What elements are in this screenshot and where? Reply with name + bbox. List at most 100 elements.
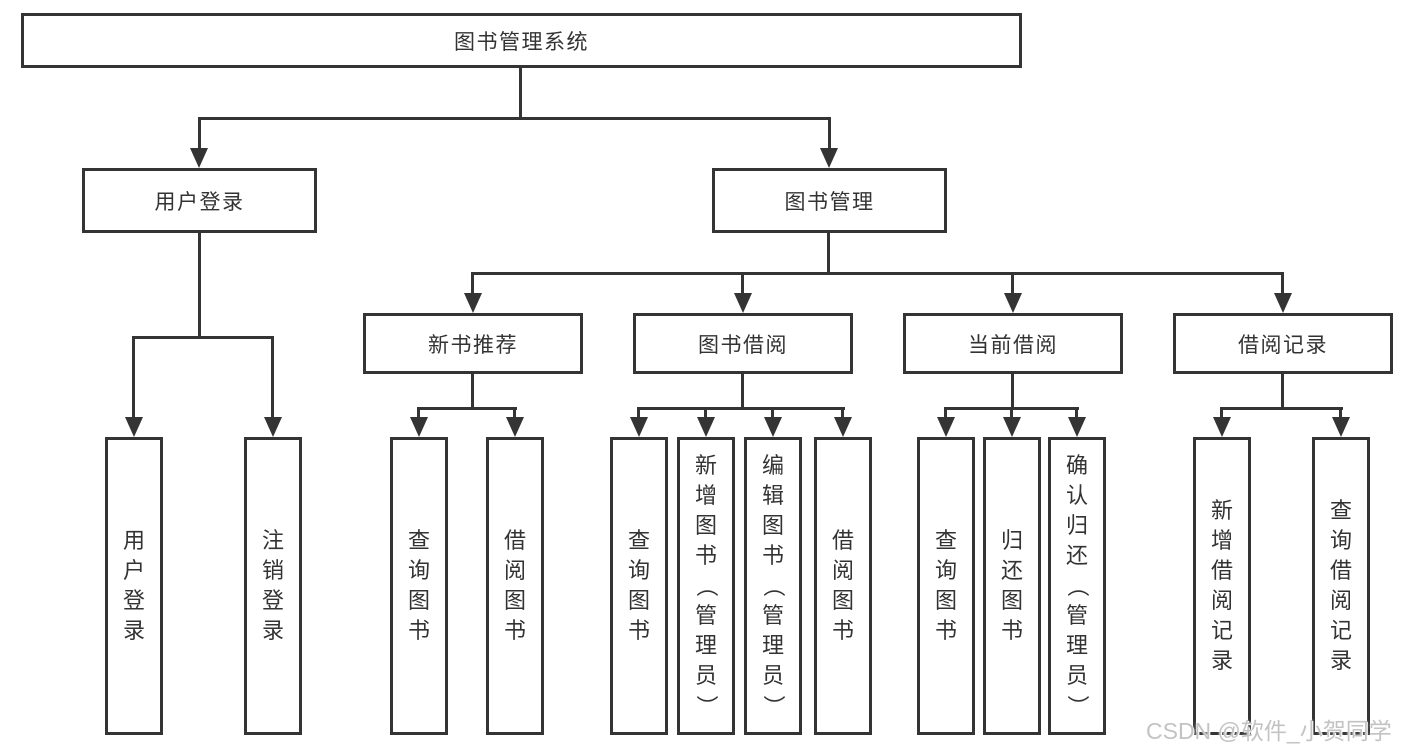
leaf-confirm-return-admin: 确认归还（管理员） [1048, 437, 1106, 735]
connector-line [828, 117, 831, 151]
vertical-label-char: 图 [694, 513, 717, 538]
leaf-add-books-admin: 新增图书 （ 管理员 ） [677, 437, 735, 735]
vertical-label-char: 还 [1065, 543, 1088, 568]
arrowhead-icon [125, 417, 143, 437]
leaf-logout: 注销登录 [244, 437, 302, 735]
vertical-label-char: （ [694, 574, 719, 597]
arrowhead-icon [464, 293, 482, 313]
vertical-label-char: 借 [831, 528, 854, 553]
connector-line [417, 407, 517, 410]
node-user-login: 用户登录 [82, 168, 317, 233]
vertical-label-char: 书 [934, 618, 957, 643]
vertical-label-char: 图 [831, 588, 854, 613]
node-new-book-recommendation: 新书推荐 [363, 313, 583, 374]
vertical-label-char: 员 [694, 663, 717, 688]
vertical-label-char: 归 [1000, 528, 1023, 553]
connector-line [513, 407, 516, 421]
vertical-label-char: 书 [627, 618, 650, 643]
connector-line [471, 374, 474, 409]
csdn-watermark: CSDN @软件_小贺同学 [1146, 718, 1392, 744]
arrowhead-icon [264, 417, 282, 437]
vertical-label-char: 查 [627, 528, 650, 553]
vertical-label-char: 询 [1329, 528, 1352, 553]
vertical-label-char: 增 [1210, 528, 1233, 553]
connector-line [1011, 272, 1014, 297]
arrowhead-icon [410, 417, 428, 437]
vertical-label-char: 记 [1329, 618, 1352, 643]
vertical-label-char: ） [761, 694, 786, 717]
leaf-edit-books-admin: 编辑图书（管理员） [744, 437, 802, 735]
vertical-label-char: 编 [761, 453, 784, 478]
connector-line [1220, 407, 1343, 410]
vertical-label-char: 询 [407, 558, 430, 583]
connector-line [771, 407, 774, 421]
connector-line [1281, 272, 1284, 297]
arrowhead-icon [630, 417, 648, 437]
vertical-label-char: 确 [1065, 453, 1088, 478]
leaf-user-login: 用户登录 [105, 437, 163, 735]
connector-line [198, 117, 831, 120]
vertical-label-char: 管 [761, 603, 784, 628]
vertical-label-char: 户 [122, 558, 145, 583]
vertical-label-char: 注 [261, 528, 284, 553]
connector-line [741, 272, 744, 297]
vertical-label-char: 询 [934, 558, 957, 583]
connector-line [1339, 407, 1342, 421]
vertical-label-char: 录 [261, 618, 284, 643]
vertical-label-char: 录 [122, 618, 145, 643]
vertical-label-char: 员 [761, 663, 784, 688]
connector-line [1011, 374, 1014, 409]
vertical-label-char: 书 [503, 618, 526, 643]
vertical-label-char: 借 [1210, 558, 1233, 583]
vertical-label-char: ） [694, 694, 719, 717]
vertical-label-char: 管 [1065, 603, 1088, 628]
arrowhead-icon [834, 417, 852, 437]
connector-line [637, 407, 845, 410]
connector-line [198, 233, 201, 338]
vertical-label-char: 图 [1000, 588, 1023, 613]
arrowhead-icon [764, 417, 782, 437]
vertical-label-char: 新 [1210, 498, 1233, 523]
arrowhead-icon [1332, 417, 1350, 437]
vertical-label-char: 理 [1065, 633, 1088, 658]
leaf-query-books-borrow: 查询图书 [610, 437, 668, 735]
vertical-label-char: 新 [694, 453, 717, 478]
arrowhead-icon [937, 417, 955, 437]
connector-line [841, 407, 844, 421]
leaf-borrow-books: 借阅图书 [814, 437, 872, 735]
vertical-label-char: 查 [1329, 498, 1352, 523]
node-book-borrowing: 图书借阅 [633, 313, 853, 374]
arrowhead-icon [1274, 293, 1292, 313]
vertical-label-char: 还 [1000, 558, 1023, 583]
node-borrowing-records: 借阅记录 [1173, 313, 1393, 374]
vertical-label-char: （ [1065, 574, 1090, 597]
connector-line [741, 374, 744, 409]
arrowhead-icon [734, 293, 752, 313]
vertical-label-char: ） [1065, 694, 1090, 717]
vertical-label-char: 理 [761, 633, 784, 658]
arrowhead-icon [1004, 293, 1022, 313]
vertical-label-char: 图 [627, 588, 650, 613]
arrowhead-icon [697, 417, 715, 437]
connector-line [637, 407, 640, 421]
vertical-label-char: 录 [1329, 648, 1352, 673]
connector-line [271, 336, 274, 420]
vertical-label-char: 管 [694, 603, 717, 628]
connector-line [1075, 407, 1078, 421]
arrowhead-icon [190, 148, 208, 168]
vertical-label-char: 图 [761, 513, 784, 538]
vertical-label-char: 增 [694, 483, 717, 508]
arrowhead-icon [820, 148, 838, 168]
vertical-label-char: 登 [261, 588, 284, 613]
node-library-management-system: 图书管理系统 [21, 13, 1022, 68]
vertical-label-char: 归 [1065, 513, 1088, 538]
connector-line [471, 272, 1284, 275]
vertical-label-char: 书 [407, 618, 430, 643]
vertical-label-char: 记 [1210, 618, 1233, 643]
connector-line [944, 407, 947, 421]
vertical-label-char: 书 [694, 543, 717, 568]
leaf-query-books-recommend: 查询图书 [390, 437, 448, 735]
vertical-label-char: 理 [694, 633, 717, 658]
arrowhead-icon [1068, 417, 1086, 437]
vertical-label-char: 书 [1000, 618, 1023, 643]
